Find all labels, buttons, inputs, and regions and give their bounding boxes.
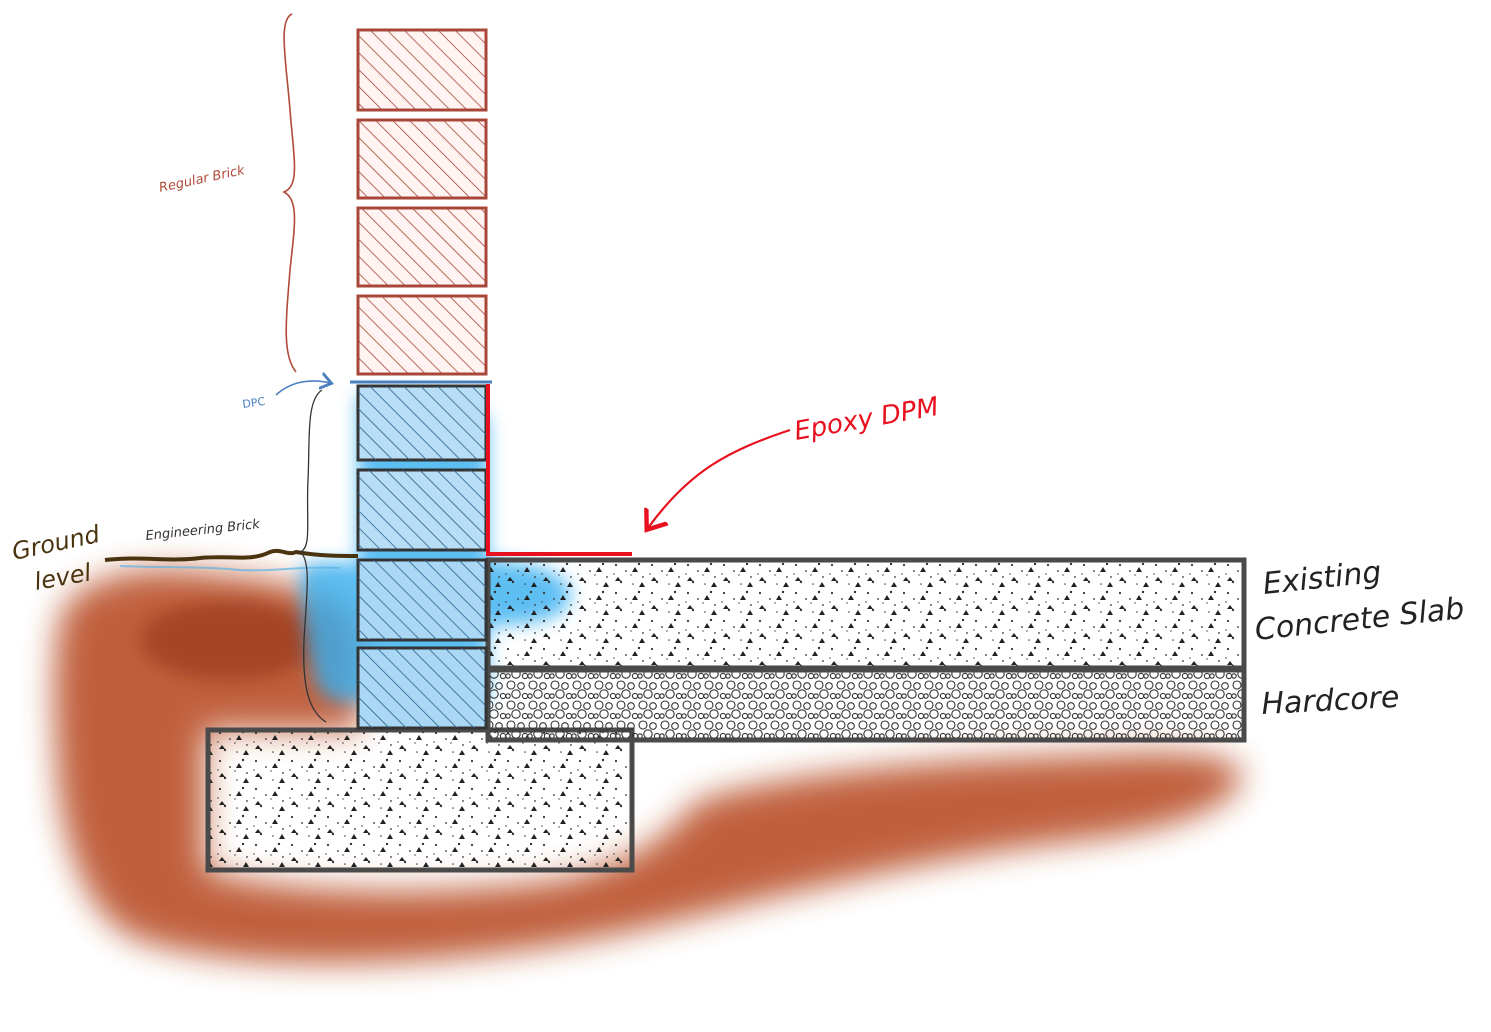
ground-level-label-line1: Ground	[9, 520, 102, 566]
epoxy-dpm-arrow	[648, 428, 791, 528]
engineering-brick-brace	[298, 389, 327, 723]
damp-soil-dark-patch	[140, 600, 320, 680]
regular-brick-brace	[282, 13, 297, 373]
dpc-arrow	[275, 381, 330, 396]
existing-slab-label-line1: Existing	[1261, 555, 1383, 602]
hardcore-layer	[485, 667, 1247, 743]
engineering-brick-label: Engineering Brick	[145, 517, 261, 544]
ground-level-line	[104, 548, 359, 562]
hardcore-label: Hardcore	[1261, 680, 1401, 722]
existing-concrete-slab	[485, 557, 1247, 671]
epoxy-dpm-label: Epoxy DPM	[792, 392, 941, 447]
epoxy-dpm-membrane	[486, 384, 632, 556]
engineering-brick-courses	[356, 384, 488, 730]
concrete-footing	[205, 727, 635, 873]
dpc-label: DPC	[242, 395, 267, 411]
regular-brick-label: Regular Brick	[158, 163, 247, 196]
regular-brick-courses	[356, 28, 488, 376]
